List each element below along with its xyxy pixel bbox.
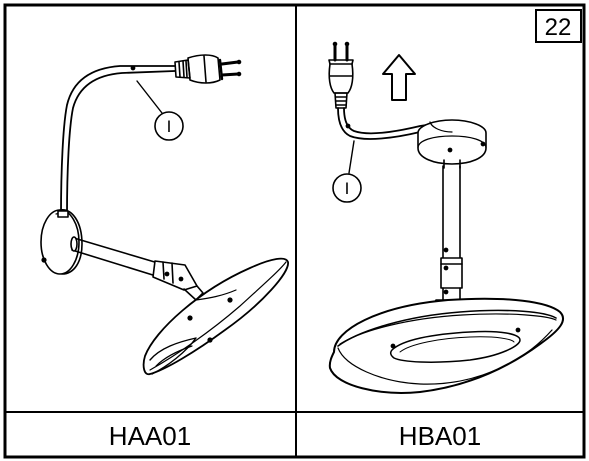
cable bbox=[337, 107, 434, 140]
callout-right-label: I bbox=[345, 179, 350, 198]
callout-left bbox=[136, 80, 184, 141]
page-number-badge: 22 bbox=[535, 9, 582, 43]
wall-heater-illustration bbox=[40, 54, 289, 376]
panel-label-right: HBA01 bbox=[399, 421, 481, 451]
euro-plug-icon bbox=[174, 54, 242, 84]
page-number: 22 bbox=[545, 14, 572, 41]
euro-plug-icon bbox=[328, 41, 354, 109]
ceiling-heater-illustration bbox=[328, 41, 565, 394]
heater-dish bbox=[328, 297, 565, 394]
wall-bracket bbox=[40, 209, 83, 275]
ceiling-plate bbox=[417, 119, 487, 169]
cable bbox=[60, 65, 176, 216]
heater-dish bbox=[142, 257, 289, 376]
callout-left-label: I bbox=[167, 117, 172, 136]
arrow-up-icon bbox=[382, 54, 416, 101]
callout-right bbox=[332, 140, 362, 203]
panel-label-left: HAA01 bbox=[109, 421, 191, 451]
support-arm bbox=[70, 236, 159, 277]
outer-frame bbox=[3, 3, 586, 459]
